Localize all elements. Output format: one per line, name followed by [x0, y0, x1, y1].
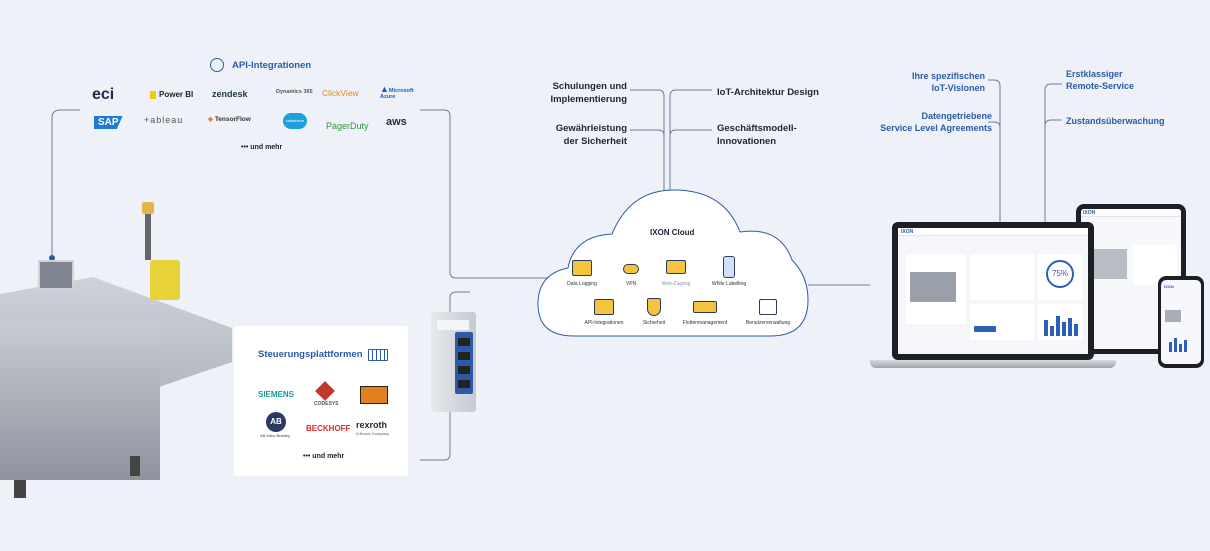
codesys-mark — [315, 381, 335, 401]
service-business-model-line2: Innovationen — [717, 136, 777, 147]
service-remote-line2: Remote-Service — [1066, 81, 1135, 91]
feature-vpn: VPN — [596, 258, 666, 287]
service-sla-line2: Service Level Agreements — [880, 123, 992, 133]
aws-logo: aws — [386, 116, 407, 128]
service-training: Schulungen und Implementierung — [545, 80, 627, 106]
api-window-icon — [592, 297, 616, 317]
cloud-title: IXON Cloud — [650, 228, 695, 237]
service-business-model-line1: Geschäftsmodell- — [717, 123, 797, 134]
laptop-brand: IXON — [901, 229, 914, 235]
service-remote-line1: Erstklassiger — [1066, 69, 1123, 79]
platforms-more: ••• und mehr — [303, 453, 345, 460]
eci-logo: eci — [92, 86, 115, 103]
feature-api: API-Integrationen — [569, 297, 639, 326]
service-remote: Erstklassiger Remote-Service — [1066, 68, 1134, 92]
tablet-brand: IXON — [1083, 210, 1096, 216]
feature-data-logging: Data Logging — [547, 258, 617, 287]
feature-users: Benutzerverwaltung — [733, 297, 803, 326]
siemens-logo: SIEMENS — [258, 390, 295, 399]
user-management-icon — [756, 297, 780, 317]
feature-label: Web-Zugang — [661, 281, 691, 287]
feature-label: Flottenmanagement — [682, 320, 728, 326]
salesforce-logo: salesforce — [283, 113, 307, 129]
packaging-machine — [0, 200, 232, 500]
service-iot-architecture: IoT-Architektur Design — [717, 87, 819, 98]
service-iot-visions-line2: IoT-Visionen — [931, 83, 985, 93]
allen-bradley-label: AB Allen-Bradley — [260, 433, 291, 438]
web-access-icon — [664, 258, 688, 278]
azure-label: Microsoft Azure — [380, 88, 414, 100]
bosch-plc-logo — [360, 386, 388, 404]
api-integrations-title: API-Integrationen — [232, 60, 312, 71]
signal-light — [142, 202, 154, 214]
phone-brand: IXON — [1164, 284, 1174, 289]
feature-label: API-Integrationen — [584, 320, 624, 326]
phone: IXON — [1158, 276, 1204, 368]
feature-fleet: Flottenmanagement — [670, 297, 740, 326]
ixon-router — [431, 312, 476, 412]
feature-label: Sicherheit — [642, 320, 666, 326]
pagerduty-logo: PagerDuty — [326, 121, 369, 131]
rexroth-sub: A Bosch Company — [356, 431, 389, 436]
tensorflow-label: TensorFlow — [214, 116, 251, 123]
gauge-value: 75% — [1046, 260, 1074, 288]
dynamics-logo: Dynamics 365 — [276, 89, 313, 95]
service-training-line1: Schulungen und — [552, 81, 627, 92]
white-label-phone-icon — [717, 256, 741, 278]
feature-web-access: Web-Zugang — [641, 258, 711, 287]
api-more: ••• und mehr — [241, 144, 283, 151]
service-iot-visions: Ihre spezifischen IoT-Visionen — [890, 70, 985, 94]
codesys-logo: CODESYS — [314, 401, 339, 407]
service-sla: Datengetriebene Service Level Agreements — [866, 110, 992, 134]
laptop-screen: IXON 75% — [898, 228, 1088, 354]
laptop-base — [870, 360, 1116, 368]
rexroth-logo: rexroth — [356, 420, 388, 430]
powerbi-label: Power BI — [159, 90, 194, 99]
hmi-screen — [38, 260, 74, 290]
laptop: IXON 75% — [892, 222, 1094, 360]
vpn-key-icon — [619, 258, 643, 278]
gear-icon — [210, 58, 224, 72]
feature-security: Sicherheit — [619, 297, 689, 326]
control-platforms-panel: Steuerungsplattformen SIEMENS CODESYS AB… — [234, 326, 408, 476]
feature-white-labelling: White Labelling — [694, 256, 764, 287]
tensorflow-logo: ◆ TensorFlow — [208, 116, 251, 123]
service-sla-line1: Datengetriebene — [921, 111, 992, 121]
azure-logo: ▲Microsoft Azure — [380, 84, 414, 101]
control-platforms-title: Steuerungsplattformen — [258, 349, 363, 360]
service-iot-visions-line1: Ihre spezifischen — [911, 71, 985, 81]
service-business-model: Geschäftsmodell- Innovationen — [717, 122, 797, 148]
feature-label: Data Logging — [567, 281, 597, 287]
tableau-logo: +ableau — [144, 115, 184, 125]
service-security-line1: Gewährleistung — [555, 123, 627, 134]
sap-logo: SAP — [94, 116, 123, 129]
zendesk-logo: zendesk — [212, 89, 248, 99]
allen-bradley-logo: AB — [266, 412, 286, 432]
feature-label: VPN — [625, 281, 637, 287]
feature-label: White Labelling — [711, 281, 747, 287]
data-logging-icon — [570, 258, 594, 278]
service-security-line2: der Sicherheit — [563, 136, 627, 147]
plc-icon — [368, 349, 388, 361]
film-roll — [150, 260, 180, 300]
fleet-truck-icon — [693, 297, 717, 317]
clickview-logo: ClickView — [322, 88, 359, 98]
feature-label: Benutzerverwaltung — [745, 320, 791, 326]
service-security: Gewährleistung der Sicherheit — [545, 122, 627, 148]
security-shield-icon — [642, 297, 666, 317]
powerbi-logo: Power BI — [150, 90, 193, 99]
service-training-line2: Implementierung — [550, 94, 627, 105]
service-condition-monitoring: Zustandsüberwachung — [1066, 116, 1165, 126]
beckhoff-logo: BECKHOFF — [306, 424, 351, 433]
